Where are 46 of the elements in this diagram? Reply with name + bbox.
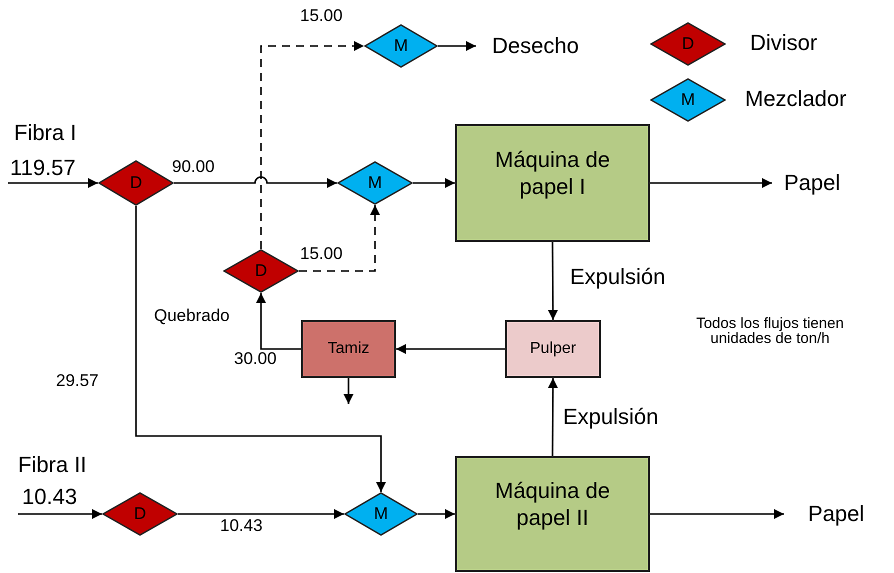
edge-label: 30.00	[234, 350, 277, 367]
note-text: Todos los flujos tienen unidades de ton/h	[695, 316, 845, 346]
stream-label: Papel	[772, 167, 862, 199]
arrow	[18, 509, 102, 519]
edge-label: 15.00	[300, 245, 343, 262]
arrow	[256, 293, 301, 350]
arrow	[178, 509, 344, 519]
edge-label: 29.57	[56, 372, 99, 389]
mixer-diamond: M	[337, 161, 413, 205]
edge-label: Expulsión	[570, 266, 666, 288]
dashed-arrow	[299, 205, 380, 272]
arrow	[650, 509, 784, 519]
edge-label: Expulsión	[563, 406, 658, 428]
legend-swatch: M	[650, 78, 726, 122]
stream-label: Desecho	[476, 29, 606, 63]
arrow	[174, 176, 337, 188]
machine-box: Máquina de papel I	[455, 124, 650, 242]
arrow	[8, 178, 98, 188]
screen-box: Tamiz	[301, 320, 396, 378]
arrow	[135, 206, 386, 492]
edge-label: 15.00	[300, 7, 343, 24]
arrow	[344, 378, 354, 404]
arrow	[548, 242, 558, 320]
input-label: Fibra I	[14, 122, 76, 144]
divider-diamond: D	[98, 160, 174, 206]
divider-diamond: D	[223, 249, 299, 293]
arrow	[548, 378, 558, 456]
arrow	[413, 178, 455, 188]
arrow	[438, 41, 476, 51]
arrow	[396, 344, 505, 354]
edge-label: 10.43	[220, 517, 263, 534]
legend-label: Divisor	[750, 32, 818, 54]
divider-diamond: D	[102, 492, 178, 536]
mixer-diamond: M	[364, 24, 438, 68]
legend-swatch: D	[650, 22, 726, 66]
stream-label: Papel	[784, 498, 882, 530]
arrow	[418, 509, 455, 519]
stream-label: Quebrado	[154, 307, 230, 324]
machine-box: Máquina de papel II	[455, 456, 650, 572]
arrow	[650, 178, 772, 188]
mixer-diamond: M	[344, 492, 418, 536]
input-label: Fibra II	[18, 454, 86, 476]
edge-label: 90.00	[172, 158, 215, 175]
legend-label: Mezclador	[745, 88, 846, 110]
dashed-arrow	[260, 41, 364, 249]
pulper-box: Pulper	[505, 320, 601, 378]
